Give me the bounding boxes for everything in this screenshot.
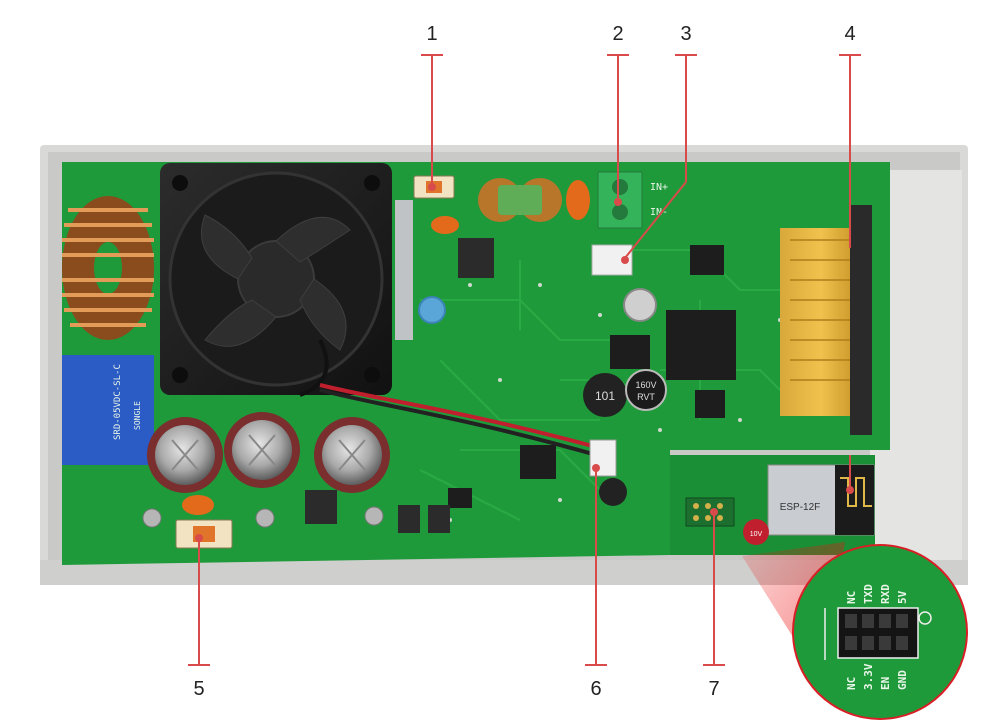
svg-text:5V: 5V <box>896 590 909 604</box>
capacitor-2 <box>224 412 300 488</box>
svg-text:160V: 160V <box>635 380 656 390</box>
callout-2: 2 <box>612 23 623 45</box>
capacitor-3 <box>314 417 390 493</box>
callout-6: 6 <box>590 678 601 700</box>
callout-3: 3 <box>680 23 691 45</box>
svg-text:IN-: IN- <box>650 207 668 218</box>
smd-part <box>398 505 420 533</box>
ic-chip <box>690 245 724 275</box>
smd-capacitor: 160V RVT <box>625 369 667 411</box>
display-flex-connector <box>780 205 872 435</box>
callout-1: 1 <box>426 23 437 45</box>
smd-capacitor-small <box>623 288 657 322</box>
svg-text:ESP-12F: ESP-12F <box>780 502 821 513</box>
svg-text:RVT: RVT <box>637 392 655 402</box>
callout-dots <box>195 183 854 542</box>
svg-text:EN: EN <box>879 677 892 690</box>
smd-inductor-small <box>599 478 627 506</box>
mosfet <box>458 238 494 278</box>
svg-text:NC: NC <box>845 591 858 604</box>
svg-text:RXD: RXD <box>879 584 892 604</box>
screw <box>255 508 275 528</box>
svg-text:NC: NC <box>845 677 858 690</box>
callout-lines <box>188 54 861 666</box>
fan-wire-red <box>319 383 601 450</box>
fuse-holder-bottom <box>175 495 233 549</box>
blue-capacitor <box>418 296 446 324</box>
ic-chip <box>520 445 556 479</box>
svg-text:101: 101 <box>595 389 615 403</box>
callout-5: 5 <box>193 678 204 700</box>
pinout-zoom: NC TXD RXD 5V NC 3.3V EN GND <box>792 544 968 720</box>
fan-wire-black <box>319 388 601 458</box>
svg-text:10V: 10V <box>750 531 763 538</box>
toroid-inductor <box>62 196 154 340</box>
ic-chip <box>448 488 472 508</box>
microcontroller <box>666 310 736 380</box>
callout-4: 4 <box>844 23 855 45</box>
small-electrolytic: 10V <box>743 519 769 545</box>
ic-chip <box>610 335 650 369</box>
svg-text:3.3V: 3.3V <box>862 663 875 690</box>
cooling-fan <box>160 163 392 397</box>
svg-text:GND: GND <box>896 670 909 690</box>
relay: SRD-05VDC-SL-C SONGLE <box>62 355 154 465</box>
orange-capacitor-2 <box>566 180 590 220</box>
wifi-module: ESP-12F <box>767 464 875 536</box>
smd-inductor: 101 <box>583 373 627 417</box>
screw <box>142 508 162 528</box>
svg-text:IN+: IN+ <box>650 182 668 193</box>
input-choke <box>478 178 562 222</box>
smd-part <box>428 505 450 533</box>
fan-connector <box>589 439 617 477</box>
callout-7: 7 <box>708 678 719 700</box>
orange-capacitor <box>431 216 459 234</box>
svg-text:SONGLE: SONGLE <box>133 401 142 430</box>
regulator <box>305 490 337 524</box>
ic-chip <box>695 390 725 418</box>
heatsink <box>395 200 413 340</box>
svg-text:TXD: TXD <box>862 584 875 604</box>
screw <box>364 506 384 526</box>
svg-text:SRD-05VDC-SL-C: SRD-05VDC-SL-C <box>113 364 123 440</box>
capacitor-1 <box>147 417 223 493</box>
